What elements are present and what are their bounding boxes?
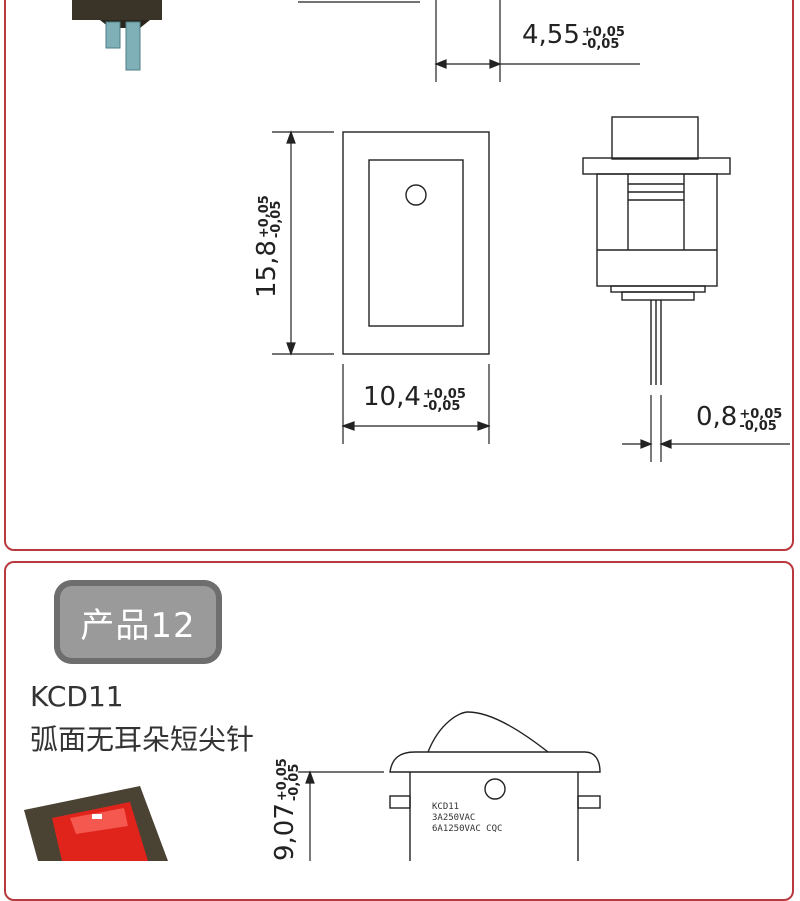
dimension-pin-label: 0,8+0,05-0,05 bbox=[696, 402, 783, 434]
side-view bbox=[582, 116, 731, 385]
switch-photo-top bbox=[72, 0, 162, 71]
product-panel-top bbox=[4, 0, 794, 551]
dimension-a-label: 4,55+0,05-0,05 bbox=[522, 20, 625, 52]
switch-photo-red bbox=[24, 786, 168, 861]
dimension-bottom-height-label: 9,07+0,05-0,05 bbox=[270, 758, 302, 861]
product-model: KCD11 bbox=[30, 680, 124, 713]
front-view bbox=[342, 131, 490, 355]
product-badge: 产品12 bbox=[54, 580, 222, 664]
product-description: 弧面无耳朵短尖针 bbox=[30, 723, 255, 756]
dimension-lines-bottom-height bbox=[298, 770, 384, 861]
dimension-width-label: 10,4+0,05-0,05 bbox=[363, 382, 466, 414]
technical-drawings bbox=[24, 0, 790, 861]
dimension-lines-a bbox=[298, 0, 640, 82]
dimension-lines-width bbox=[341, 364, 491, 444]
dimension-lines-pin bbox=[622, 395, 790, 462]
dimension-lines-height bbox=[272, 130, 334, 356]
rocker-switch-drawing bbox=[389, 711, 601, 861]
switch-marking: KCD11 3A250VAC 6A1250VAC CQC bbox=[432, 802, 503, 834]
dimension-height-label: 15,8+0,05-0,05 bbox=[252, 195, 284, 298]
